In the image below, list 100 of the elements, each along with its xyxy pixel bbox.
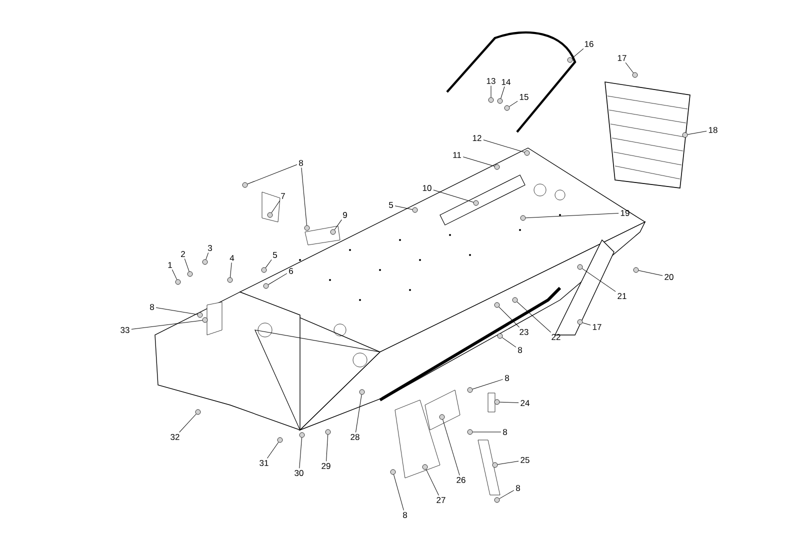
part-drawing [439,414,445,420]
part-drawing [494,497,500,503]
part-drawing [325,429,331,435]
callout-number: 12 [472,135,482,141]
callout-number: 11 [453,152,461,158]
part-drawing [195,409,201,415]
callout-number: 8 [505,375,509,381]
leader-line [625,62,634,74]
part-drawing [633,267,639,273]
leader-line [498,306,520,328]
callout-number: 33 [120,327,130,333]
part-drawing [422,464,428,470]
part-drawing [267,212,273,218]
leader-line [206,252,209,260]
part-drawing [263,283,269,289]
part-drawing [494,164,500,170]
part-drawing [304,225,310,231]
part-drawing [202,259,208,265]
part-drawing [567,57,573,63]
part-drawing [473,200,479,206]
leader-line [393,474,404,511]
leader-line [500,86,505,99]
callout-number: 22 [552,334,560,340]
callout-number: 9 [343,212,347,218]
leader-line [687,130,707,135]
part-drawing [227,277,233,283]
part-drawing [299,432,305,438]
callout-number: 21 [618,293,626,299]
leader-line [334,219,342,230]
leader-line [131,320,203,330]
callout-number: 17 [592,324,602,330]
callout-number: 30 [294,470,304,476]
part-drawing [330,229,336,235]
callout-number: 2 [181,251,185,257]
leader-line [638,270,663,276]
part-drawing [242,182,248,188]
leader-line [247,164,298,184]
leader-line [483,140,525,152]
callout-number: 32 [170,434,180,440]
callout-number: 17 [618,55,626,61]
leader-line [462,156,495,166]
part-drawing [488,97,494,103]
callout-number: 31 [260,460,268,466]
part-drawing [577,319,583,325]
callout-number: 8 [299,160,303,166]
callout-number: 23 [520,329,528,335]
leader-line [433,190,474,202]
part-drawing [497,333,503,339]
leader-line [299,437,302,469]
part-drawing [412,207,418,213]
part-drawing [494,302,500,308]
callout-number: 20 [664,274,674,280]
part-drawing [682,132,688,138]
leader-line [172,269,178,280]
leader-line [442,419,460,476]
leader-line [301,167,307,226]
callout-number: 1 [168,262,172,268]
leader-line [426,469,439,496]
part-drawing [261,267,267,273]
part-drawing [467,429,473,435]
leader-line [582,268,616,292]
part-drawing [277,437,283,443]
callout-number: 8 [403,512,407,518]
part-drawing [494,399,500,405]
callout-number: 13 [486,78,496,84]
callout-number: 6 [289,268,293,274]
callout-number: 19 [620,210,630,216]
callout-number: 10 [422,185,432,191]
callout-number: 15 [520,94,528,100]
leader-line [572,48,584,58]
leader-line [516,302,552,333]
leader-line [265,259,272,268]
callout-number: 5 [388,202,394,208]
callout-number: 25 [520,457,530,463]
leader-line [472,379,504,390]
part-drawing [467,387,473,393]
callout-number: 8 [516,485,520,491]
leader-line [179,414,196,433]
leader-line [490,85,492,98]
callout-number: 8 [150,304,154,310]
part-drawing [520,215,526,221]
leader-line [271,200,280,214]
leader-line [156,307,198,315]
leader-line [267,442,279,459]
leader-line [394,206,413,210]
leader-line [499,402,519,404]
callout-number: 24 [520,400,530,406]
callout-number: 28 [350,434,360,440]
part-drawing [492,462,498,468]
leader-line [502,337,516,348]
part-drawing [187,271,193,277]
leader-line [509,100,518,107]
callout-number: 3 [208,245,212,251]
callout-number: 26 [456,477,466,483]
part-drawing [632,72,638,78]
leader-line [525,213,619,218]
leader-line [326,434,328,462]
callout-number: 18 [708,127,718,133]
part-drawing [497,98,503,104]
callout-number: 27 [436,497,446,503]
